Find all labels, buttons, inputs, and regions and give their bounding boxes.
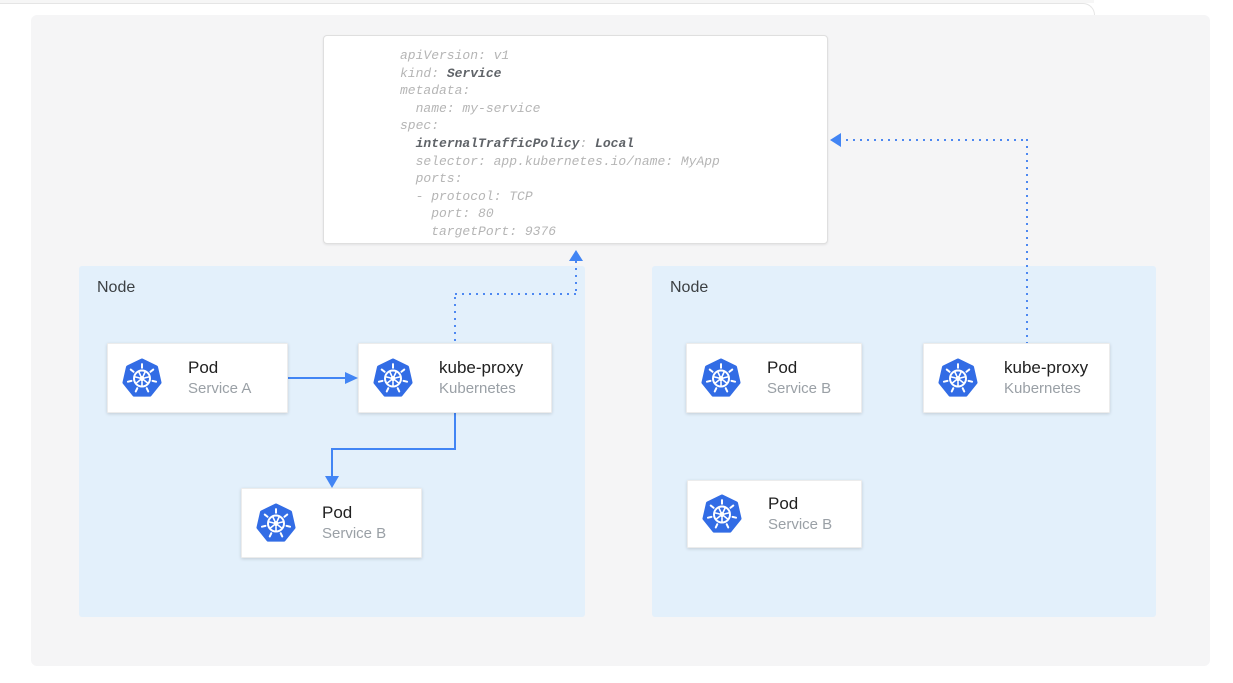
arrow-kube-proxy-to-pod-b-seg3	[331, 448, 333, 476]
card-kube-proxy-right: kube-proxy Kubernetes	[923, 343, 1110, 413]
arrow-kube-proxy-to-pod-b-head	[325, 476, 339, 488]
card-pod-service-b-left: Pod Service B	[241, 488, 422, 558]
card-subtitle: Service B	[767, 380, 832, 397]
dotted-left-kube-proxy-to-service-head	[569, 250, 583, 261]
arrow-kube-proxy-to-pod-b-seg1	[454, 413, 456, 450]
node-box-right: Node	[652, 266, 1156, 617]
card-pod-service-b-right-2: Pod Service B	[687, 480, 862, 548]
card-kube-proxy-left: kube-proxy Kubernetes	[358, 343, 552, 413]
kubernetes-icon	[122, 358, 162, 399]
card-title: Pod	[768, 494, 799, 513]
card-title: Pod	[322, 503, 353, 522]
dotted-right-kube-proxy-to-service-seg1	[1026, 139, 1028, 343]
card-subtitle: Kubernetes	[439, 380, 516, 397]
card-pod-service-a: Pod Service A	[107, 343, 288, 413]
dotted-left-kube-proxy-to-service-seg3	[575, 261, 577, 293]
card-subtitle: Service B	[768, 516, 833, 533]
card-title: Pod	[767, 358, 798, 377]
dotted-right-kube-proxy-to-service-seg2	[839, 139, 1028, 141]
dotted-left-kube-proxy-to-service-seg2	[455, 293, 577, 295]
dotted-left-kube-proxy-to-service-seg1	[454, 297, 456, 343]
node-label: Node	[670, 279, 709, 296]
card-subtitle: Kubernetes	[1004, 380, 1081, 397]
arrow-pod-a-to-kube-proxy-line	[288, 377, 345, 379]
card-pod-service-b-right-1: Pod Service B	[686, 343, 862, 413]
arrow-pod-a-to-kube-proxy-head	[345, 372, 358, 384]
card-subtitle: Service A	[188, 380, 252, 397]
node-label: Node	[97, 279, 136, 296]
card-title: Pod	[188, 358, 219, 377]
card-subtitle: Service B	[322, 525, 387, 542]
arrow-kube-proxy-to-pod-b-seg2	[331, 448, 456, 450]
node-box-left: Node	[79, 266, 585, 617]
card-title: kube-proxy	[439, 358, 524, 377]
top-page-strip	[0, 0, 1094, 3]
card-title: kube-proxy	[1004, 358, 1089, 377]
kubernetes-icon	[373, 358, 413, 399]
kubernetes-icon	[938, 358, 978, 399]
dotted-right-kube-proxy-to-service-head	[830, 133, 841, 147]
kubernetes-icon	[702, 494, 742, 535]
kubernetes-icon	[256, 503, 296, 544]
kubernetes-icon	[701, 358, 741, 399]
